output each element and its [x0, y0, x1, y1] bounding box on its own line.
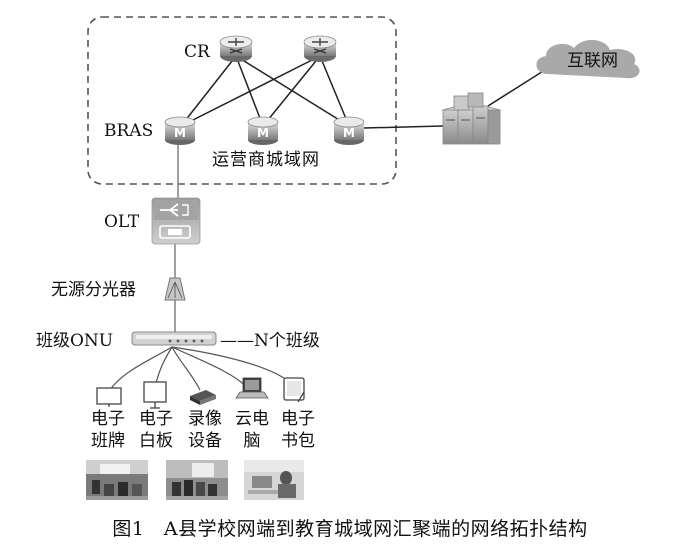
splitter-label: 无源分光器	[51, 280, 136, 300]
bras-switch-icon: M	[164, 116, 196, 145]
device-label-5: 电子 书包	[281, 409, 315, 451]
server-rack-icon	[441, 92, 502, 145]
classroom-photo-1	[86, 460, 148, 500]
cr-router-icon	[219, 35, 253, 62]
bras-label: BRAS	[104, 121, 154, 141]
tablet-icon	[283, 377, 305, 403]
cr-router-icon	[303, 35, 337, 62]
monitor-icon	[96, 387, 122, 407]
metro-network-boundary	[87, 16, 397, 185]
figure-caption: 图1 A县学校网端到教育城域网汇聚端的网络拓扑结构	[112, 518, 588, 540]
olt-label: OLT	[104, 212, 140, 232]
onu-label: 班级ONU	[36, 331, 114, 351]
splitter-icon	[164, 277, 186, 301]
bras-switch-icon: M	[333, 116, 365, 145]
whiteboard-icon	[143, 381, 167, 409]
svg-text:M: M	[257, 126, 269, 140]
recorder-icon	[190, 390, 216, 405]
bras-switch-icon: M	[247, 116, 279, 145]
device-label-2: 电子 白板	[139, 409, 173, 451]
onu-device-links	[109, 346, 293, 391]
link-server-internet	[487, 67, 549, 107]
laptop-icon	[235, 377, 269, 399]
classroom-photo-2	[166, 460, 228, 500]
svg-text:M: M	[174, 126, 186, 140]
cloud-icon	[536, 39, 640, 79]
cr-label: CR	[184, 42, 210, 62]
svg-text:M: M	[343, 126, 355, 140]
device-label-4: 云电 脑	[235, 409, 269, 451]
device-label-1: 电子 班牌	[91, 409, 125, 451]
mesh-links	[180, 55, 350, 127]
olt-device-icon	[151, 197, 201, 245]
metro-network-label: 运营商城域网	[212, 150, 320, 170]
n-classes-label: ——N个班级	[220, 331, 320, 351]
classroom-photo-3	[244, 460, 304, 500]
onu-device-icon	[131, 331, 217, 346]
link-bras-server	[363, 125, 444, 129]
internet-label: 互联网	[567, 51, 618, 71]
device-label-3: 录像 设备	[188, 409, 222, 451]
